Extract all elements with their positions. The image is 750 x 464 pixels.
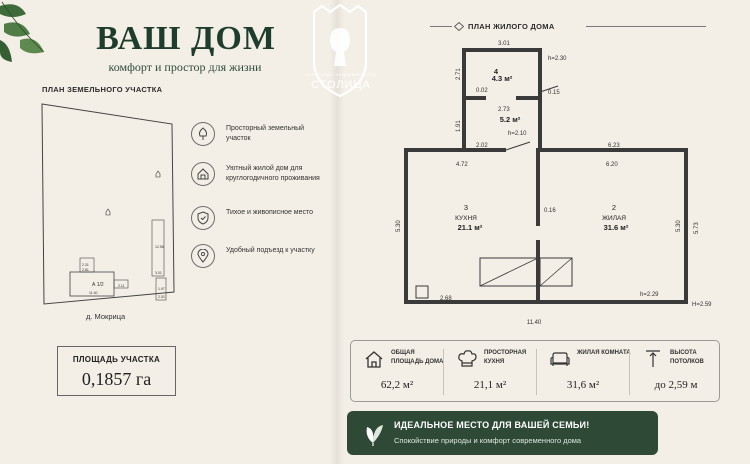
stairs-right [539, 257, 573, 287]
stat-value: 62,2 м² [380, 379, 414, 391]
feature-text: Тихое и живописное место [226, 209, 314, 216]
feature-item: Уютный жилой дом для круглогодичного про… [191, 162, 331, 202]
dim-h-2-10: h=2.10 [508, 131, 527, 137]
land-bottom-a: 1.97 [158, 287, 165, 291]
title-divider-right [586, 26, 706, 27]
page-fold [330, 0, 344, 464]
stat-total-area: ОБЩАЯ ПЛОЩАДЬ ДОМА 62,2 м² [351, 341, 443, 401]
stat-living-room: ЖИЛАЯ КОМНАТА 31,6 м² [537, 341, 631, 401]
village-label: д. Мокрица [86, 312, 126, 321]
dim-5-30-left: 5.30 [396, 220, 402, 232]
land-small-b: 2.81 [82, 268, 89, 272]
feature-text: Удобный подъезд к участку [226, 247, 315, 254]
page-title: ВАШ ДОМ [96, 20, 276, 57]
page-subtitle: комфорт и простор для жизни [108, 60, 262, 74]
dim-2-71: 2.71 [456, 68, 462, 80]
dim-2-02: 2.02 [476, 143, 488, 149]
tree-icon [191, 122, 215, 146]
dim-h-2-59: H=2.59 [692, 302, 712, 308]
feature-text: Уютный жилой дом для круглогодичного про… [226, 165, 320, 182]
feature-text: Просторный земельный участок [226, 125, 305, 142]
room2-area: 31.6 м² [604, 223, 629, 232]
land-shed-b: 3.01 [155, 271, 162, 275]
stat-divider [629, 349, 630, 395]
house-plan-drawing: 4 4.3 м² 5.2 м² 3 КУХНЯ 21.1 м² 2 ЖИЛАЯ … [396, 41, 712, 326]
height-arrow-icon [646, 350, 660, 367]
title-divider-left [430, 26, 452, 27]
home-icon [191, 162, 215, 186]
stat-label: ЖИЛАЯ КОМНАТА [577, 350, 631, 356]
leaves-decoration [0, 1, 45, 62]
stat-value: до 2,59 м [654, 379, 698, 391]
sofa-icon [550, 352, 570, 366]
land-house-label: А 1/2 [92, 282, 104, 288]
stat-ceiling-height: ВЫСОТА ПОТОЛКОВ до 2,59 м [630, 341, 722, 401]
stat-label: ОБЩАЯ ПЛОЩАДЬ ДОМА [391, 350, 444, 365]
logo-name: СТОЛИЦА [311, 79, 371, 91]
land-shed [151, 219, 165, 277]
dim-0-15: 0.15 [548, 90, 560, 96]
stat-value: 31,6 м² [566, 379, 600, 391]
dim-1-91: 1.91 [456, 120, 462, 132]
chef-hat-icon [458, 350, 477, 367]
land-small-a: 2.31 [82, 263, 89, 267]
dim-5-30-right: 5.30 [676, 220, 682, 232]
room3-name: КУХНЯ [455, 215, 477, 222]
house-icon [365, 351, 383, 368]
room4-num: 4 [494, 67, 499, 76]
land-shed-dim: 12.56 [155, 245, 164, 249]
dim-6-20: 6.20 [606, 162, 618, 168]
stat-kitchen: ПРОСТОРНАЯ КУХНЯ 21,1 м² [444, 341, 536, 401]
dim-2-68: 2.68 [440, 296, 452, 302]
land-house-dim: 11.40 [89, 291, 98, 295]
land-plan-title: ПЛАН ЗЕМЕЛЬНОГО УЧАСТКА [42, 85, 163, 94]
leaves-icon [366, 425, 383, 446]
dim-11-40: 11.40 [527, 320, 542, 326]
stat-label: ВЫСОТА ПОТОЛКОВ [670, 350, 704, 365]
agency-logo [312, 4, 368, 98]
dim-h-2-29: h=2.29 [640, 292, 659, 298]
diamond-icon [454, 22, 464, 31]
house-outer-walls [404, 148, 688, 304]
dim-3-01: 3.01 [498, 41, 510, 47]
dim-0-02: 0.02 [476, 88, 488, 94]
feature-item: Просторный земельный участок [191, 122, 331, 162]
stove-mark [415, 285, 429, 299]
dim-5-73: 5.73 [694, 222, 700, 234]
stat-label: ПРОСТОРНАЯ КУХНЯ [484, 350, 527, 365]
room3-area: 21.1 м² [458, 223, 483, 232]
dim-4-72: 4.72 [456, 162, 468, 168]
dim-0-16: 0.16 [544, 208, 556, 214]
stats-panel: ОБЩАЯ ПЛОЩАДЬ ДОМА 62,2 м² ПРОСТОРНАЯ КУ… [350, 340, 720, 402]
dim-2-73: 2.73 [498, 107, 510, 113]
room2-name: ЖИЛАЯ [602, 215, 626, 222]
plot-area-value: 0,1857 га [81, 369, 152, 389]
stairs-left [479, 257, 539, 287]
land-side-dim: 2.11 [118, 284, 125, 288]
map-pin-icon [191, 244, 215, 268]
room4-area: 4.3 м² [492, 74, 513, 83]
banner-subtitle: Спокойствие природы и комфорт современно… [394, 436, 582, 445]
banner-title: ИДЕАЛЬНОЕ МЕСТО ДЛЯ ВАШЕЙ СЕМЬИ! [394, 420, 590, 430]
feature-item: Удобный подъезд к участку [191, 244, 331, 284]
land-plan-drawing: А 1/2 11.40 2.11 2.31 2.81 12.56 3.01 1.… [41, 103, 175, 305]
corridor-area: 5.2 м² [500, 115, 521, 124]
land-bottom-b: 2.02 [158, 295, 165, 299]
stat-divider [536, 349, 537, 395]
house-plan-title: ПЛАН ЖИЛОГО ДОМА [468, 22, 555, 31]
stat-value: 21,1 м² [473, 379, 507, 391]
slogan-banner: ИДЕАЛЬНОЕ МЕСТО ДЛЯ ВАШЕЙ СЕМЬИ! Спокойс… [347, 411, 658, 455]
logo-small-text: АГЕНТСТВО НЕДВИЖИМОСТИ [305, 72, 377, 77]
plot-area-label: ПЛОЩАДЬ УЧАСТКА [72, 355, 161, 364]
stat-divider [443, 349, 444, 395]
feature-item: Тихое и живописное место [191, 206, 331, 246]
dim-6-23: 6.23 [608, 143, 620, 149]
dim-h-2-30: h=2.30 [548, 56, 567, 62]
shield-icon [191, 206, 215, 230]
room3-num: 3 [464, 203, 468, 212]
room2-num: 2 [612, 203, 616, 212]
plot-area-box: ПЛОЩАДЬ УЧАСТКА 0,1857 га [57, 346, 176, 396]
